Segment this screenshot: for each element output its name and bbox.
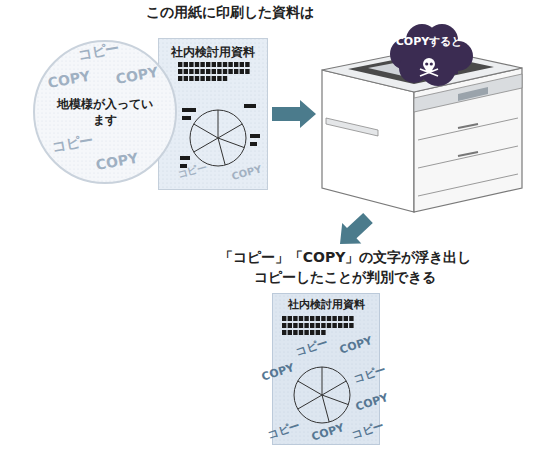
- node-text: 社内検討用資料: [272, 297, 380, 312]
- diagram-title: この用紙に印刷した資料は: [0, 4, 460, 22]
- copier-with-cloud: COPYすると: [318, 18, 528, 216]
- node-text: 地模様が入っています: [55, 96, 155, 128]
- node-text: 「コピー」「COPY」の文字が浮き出し コピーしたことが判別できる: [215, 247, 475, 291]
- block-arrow: [272, 100, 316, 128]
- node-text: COPYすると: [385, 34, 473, 49]
- block-arrow: [340, 213, 373, 244]
- node-text: 社内検討用資料: [158, 38, 268, 61]
